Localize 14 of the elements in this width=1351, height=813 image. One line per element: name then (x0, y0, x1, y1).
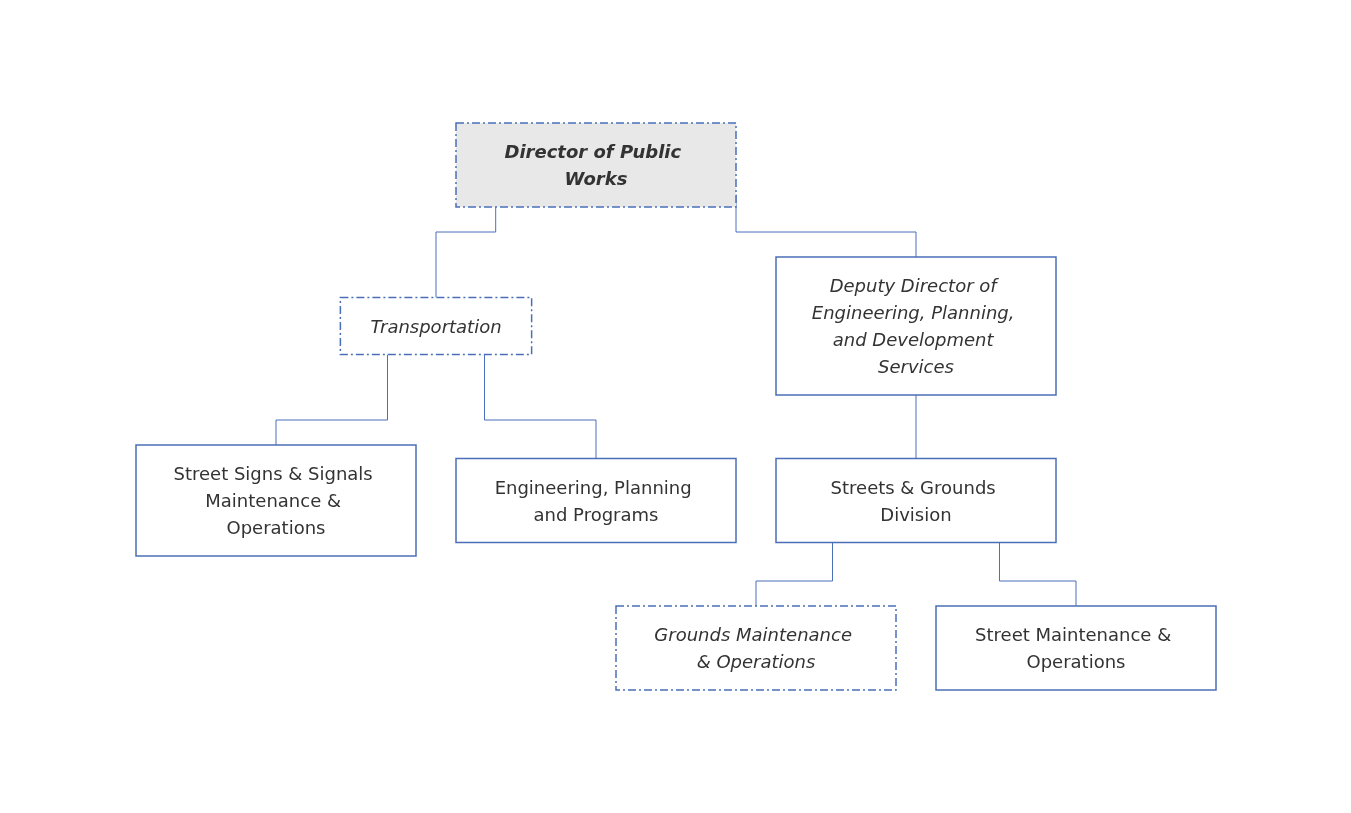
node-box: Director of Public Works (454, 122, 737, 208)
node-box: Streets & Grounds Division (774, 457, 1057, 544)
node-box: Deputy Director of Engineering, Planning, and Development Services (774, 256, 1057, 396)
connector (435, 206, 496, 298)
node-box: Grounds Maintenance & Operations (614, 605, 897, 691)
node-box: Engineering, Planning and Programs (454, 457, 737, 544)
node-box: Transportation (339, 296, 532, 356)
node-box: Street Signs & Signals Maintenance & Operations (134, 444, 417, 557)
node-box: Street Maintenance & Operations (934, 605, 1217, 691)
connector (483, 354, 596, 459)
connector (998, 542, 1076, 607)
connector (275, 354, 388, 446)
connector (755, 542, 833, 607)
connector (915, 394, 916, 459)
